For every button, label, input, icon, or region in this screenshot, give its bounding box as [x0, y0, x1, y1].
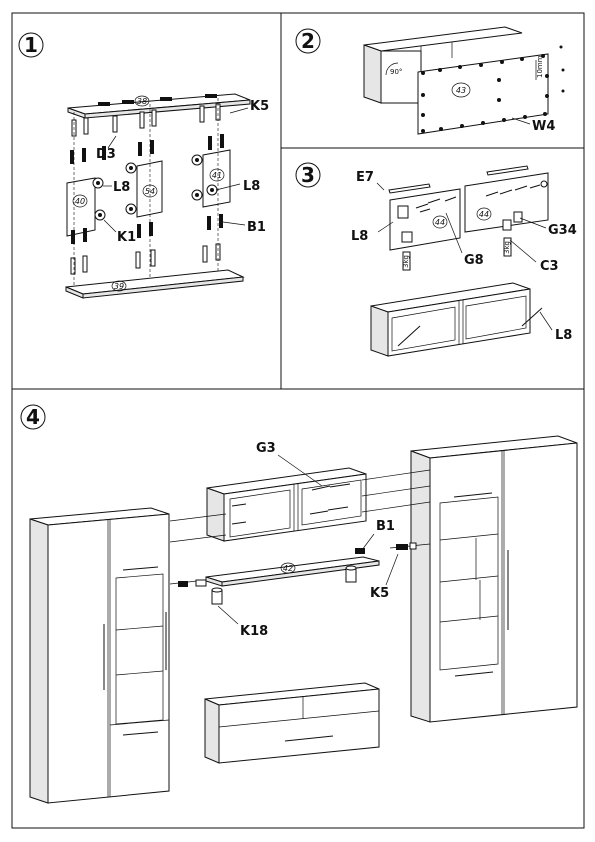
step4-right-cabinet	[410, 435, 578, 723]
step-number-4: 4	[20, 404, 46, 430]
step-number-1: 1	[18, 32, 44, 58]
step1-panel-top: 38	[67, 93, 251, 119]
step4-tv-unit	[204, 682, 380, 764]
svg-text:2: 2	[301, 29, 315, 53]
step1-guide-lines	[73, 98, 219, 286]
label-b1-step4: B1	[376, 519, 395, 534]
label-d3: D3	[96, 147, 116, 162]
door-left-label: 44	[435, 218, 445, 227]
svg-text:1: 1	[24, 33, 38, 57]
panel-grid	[11, 12, 585, 829]
label-w4: W4	[532, 119, 555, 134]
svg-text:3: 3	[301, 163, 315, 187]
step2-back-panel-assembly: 90° 43 10mm W4	[363, 26, 565, 135]
step1-cam-locks	[92, 154, 218, 221]
step2-nails	[421, 45, 565, 133]
step1-exploded-assembly: 38 39 40 54	[65, 93, 269, 299]
label-b1: B1	[247, 220, 266, 235]
label-g3: G3	[256, 441, 276, 456]
dimension-label: 10mm	[536, 55, 544, 78]
step3-door-hinge-assembly: E7 44 44 3kg 3kg	[351, 165, 577, 357]
label-l8-step3-left: L8	[351, 229, 368, 244]
label-k5: K5	[250, 99, 269, 114]
step1-panel-middle: 54	[136, 160, 163, 218]
step4-guide-lines	[169, 469, 431, 585]
svg-text:39: 39	[114, 282, 124, 291]
label-g8: G8	[464, 253, 484, 268]
svg-text:40: 40	[75, 197, 85, 206]
step-number-2: 2	[295, 28, 321, 54]
step4-left-cabinet	[29, 507, 170, 804]
angle-label: 90°	[390, 68, 402, 76]
step1-panel-bottom: 39	[65, 269, 245, 299]
label-l8-right: L8	[243, 179, 260, 194]
svg-text:4: 4	[26, 405, 40, 429]
shelf-42-label: 42	[283, 564, 293, 573]
label-g34: G34	[548, 223, 577, 238]
label-l8-left: L8	[113, 180, 130, 195]
step3-screws	[397, 180, 548, 243]
step4-shelf: 42	[205, 556, 380, 587]
svg-text:38: 38	[137, 97, 147, 106]
step-number-3: 3	[295, 162, 321, 188]
door-right-label: 44	[479, 210, 489, 219]
weight-tag-left: 3kg	[402, 255, 410, 268]
label-c3: C3	[540, 259, 559, 274]
weight-tag-right: 3kg	[503, 241, 511, 254]
step1-panel-left: 40	[66, 177, 96, 237]
label-l8-step3-bottom: L8	[555, 328, 572, 343]
label-k1: K1	[117, 230, 136, 245]
step4-wall-unit	[206, 467, 367, 542]
step1-panel-right: 41	[202, 149, 231, 208]
label-k5-step4: K5	[370, 586, 389, 601]
step4-final-assembly: G3 42 B1 K5 K18	[29, 435, 578, 804]
svg-text:41: 41	[212, 171, 222, 180]
label-e7: E7	[356, 170, 374, 185]
label-k18: K18	[240, 624, 268, 639]
panel-43-label: 43	[456, 86, 466, 95]
